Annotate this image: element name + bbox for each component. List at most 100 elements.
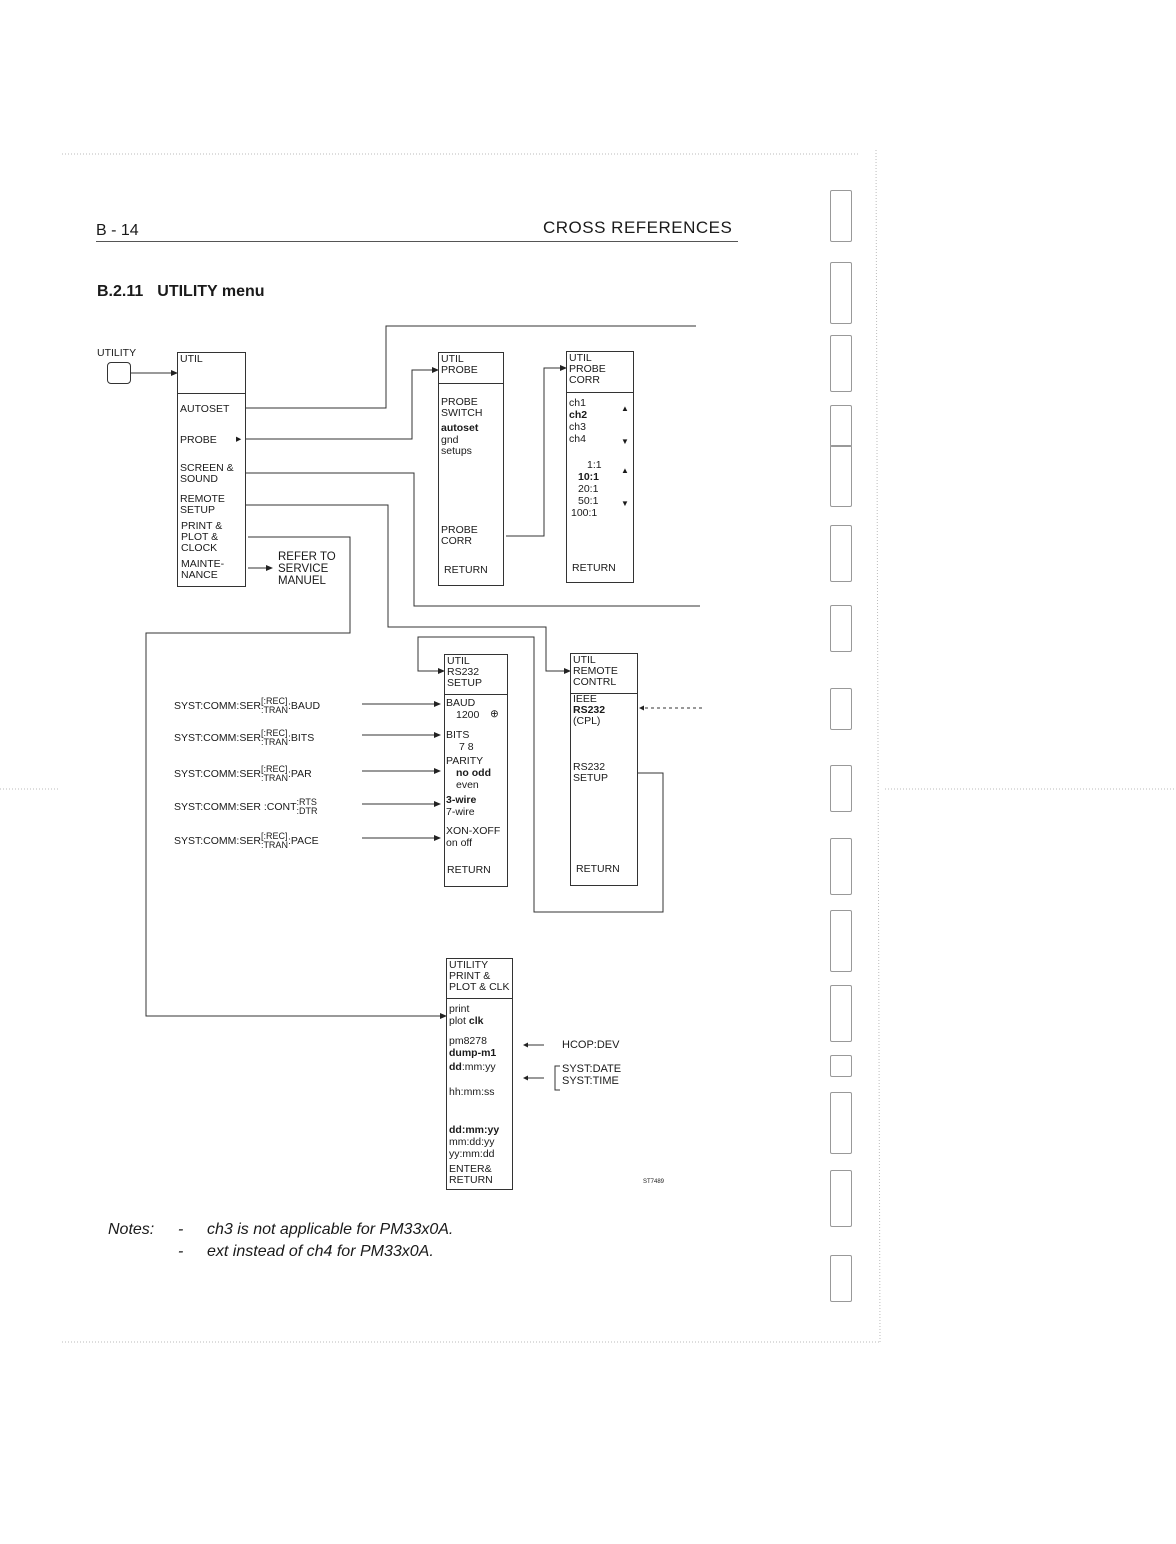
rs232-parity-values[interactable]: no odd: [456, 768, 491, 779]
util-menu-title: UTIL: [178, 353, 245, 394]
remote-rs232-setup[interactable]: RS232 SETUP: [573, 761, 609, 784]
rs232-baud-label: BAUD: [446, 697, 476, 709]
util-item-screen-sound[interactable]: SCREEN & SOUND: [180, 462, 234, 485]
corr-ch4[interactable]: ch4: [569, 433, 586, 445]
corr-ch3[interactable]: ch3: [569, 421, 586, 433]
scpi-command-pace: SYST:COMM:SER[:REC]:TRAN:PACE: [174, 832, 319, 850]
corr-ratio-1[interactable]: 1:1: [587, 459, 602, 471]
util-probe-corr-return[interactable]: RETURN: [572, 562, 616, 574]
time-entry[interactable]: hh:mm:ss: [449, 1086, 495, 1098]
util-probe-corr-box: UTIL PROBE CORR: [566, 351, 634, 583]
cmd-suffix: :PAR: [287, 767, 312, 780]
cmd-option-rec: [:REC]: [260, 696, 288, 706]
util-item-print-plot-clock[interactable]: PRINT & PLOT & CLOCK: [181, 520, 223, 554]
notes-bullet: -: [178, 1243, 184, 1260]
cmd-prefix: SYST:COMM:SER: [174, 731, 261, 744]
index-tab: [830, 525, 852, 582]
rotary-knob-icon: ⊕: [490, 708, 499, 720]
cmd-prefix: SYST:COMM:SER: [174, 699, 261, 712]
probe-corr-item[interactable]: PROBE CORR: [441, 524, 478, 547]
date-entry[interactable]: dd:mm:yy: [449, 1062, 496, 1073]
index-tab: [830, 838, 852, 895]
corr-ratio-10[interactable]: 10:1: [578, 471, 600, 483]
plot-clk-item[interactable]: plot clk: [449, 1016, 483, 1027]
section-title: UTILITY menu: [157, 283, 265, 300]
scpi-command-cont: SYST:COMM:SER :CONT:RTS:DTR: [174, 798, 318, 816]
index-tab: [830, 1092, 852, 1154]
remote-cpl: (CPL): [573, 715, 601, 727]
hcop-dev-command: HCOP:DEV: [562, 1039, 620, 1051]
index-tab: [830, 405, 852, 447]
index-tab: [830, 1255, 852, 1302]
corr-ch2[interactable]: ch2: [569, 409, 588, 421]
scpi-command-parity: SYST:COMM:SER[:REC]:TRAN:PAR: [174, 765, 312, 783]
rs232-on-off[interactable]: on off: [446, 837, 473, 849]
util-probe-return[interactable]: RETURN: [444, 564, 488, 576]
corr-ratio-20[interactable]: 20:1: [578, 483, 599, 495]
util-item-maintenance[interactable]: MAINTE- NANCE: [181, 558, 225, 581]
probe-switch-setups[interactable]: setups: [441, 445, 472, 457]
date-format-yymmdd[interactable]: yy:mm:dd: [449, 1148, 495, 1160]
section-heading: B.2.11 UTILITY menu: [97, 283, 265, 301]
util-probe-title: UTIL PROBE: [439, 353, 503, 384]
cmd-prefix: SYST:COMM:SER: [174, 767, 261, 780]
rs232-3-wire[interactable]: 3-wire: [446, 794, 477, 806]
util-item-probe-arrow-icon: ▸: [236, 433, 242, 445]
remote-rs232[interactable]: RS232: [573, 704, 606, 716]
probe-switch-gnd[interactable]: gnd: [441, 434, 459, 446]
rs232-parity-even[interactable]: even: [456, 779, 479, 791]
syst-time-command: SYST:TIME: [562, 1075, 619, 1087]
cmd-option-rec: [:REC]: [260, 831, 288, 841]
cmd-option-dtr: :DTR: [296, 806, 318, 816]
scroll-up-icon: ▲: [621, 466, 629, 475]
enter-return[interactable]: ENTER& RETURN: [449, 1163, 493, 1186]
rs232-bits-values[interactable]: 7 8: [459, 741, 474, 753]
util-item-probe[interactable]: PROBE: [180, 434, 217, 446]
rs232-parity-label: PARITY: [446, 755, 484, 767]
util-print-box: UTILITY PRINT & PLOT & CLK: [446, 958, 513, 1190]
cmd-option-rts: :RTS: [296, 797, 317, 807]
date-mmyy: :mm:yy: [461, 1061, 496, 1073]
note-1: ch3 is not applicable for PM33x0A.: [207, 1221, 454, 1238]
utility-key-button[interactable]: [107, 362, 131, 384]
notes-label: Notes:: [108, 1221, 155, 1238]
scroll-down-icon: ▼: [621, 499, 629, 508]
util-print-title: UTILITY PRINT & PLOT & CLK: [447, 959, 512, 999]
util-remote-return[interactable]: RETURN: [576, 863, 620, 875]
parity-no: no odd: [456, 767, 491, 779]
index-tab: [830, 445, 852, 507]
corr-ratio-100[interactable]: 100:1: [571, 507, 598, 519]
cmd-option-tran: :TRAN: [260, 737, 288, 747]
cmd-prefix: SYST:COMM:SER: [174, 834, 261, 847]
date-format-mmddyy[interactable]: mm:dd:yy: [449, 1136, 495, 1148]
scroll-up-icon: ▲: [621, 404, 629, 413]
note-2: ext instead of ch4 for PM33x0A.: [207, 1243, 434, 1260]
remote-ieee[interactable]: IEEE: [573, 693, 597, 705]
printer-dump-m1[interactable]: dump-m1: [449, 1047, 497, 1059]
index-tab: [830, 190, 852, 242]
util-probe-corr-title: UTIL PROBE CORR: [567, 352, 633, 393]
rs232-xon-xoff-label: XON-XOFF: [446, 825, 501, 837]
util-remote-title: UTIL REMOTE CONTRL: [571, 654, 637, 694]
rs232-baud-value[interactable]: 1200: [456, 709, 480, 721]
util-menu-box: UTIL: [177, 352, 246, 587]
utility-key-label: UTILITY: [97, 347, 137, 359]
print-item[interactable]: print: [449, 1003, 470, 1015]
printer-pm8278[interactable]: pm8278: [449, 1035, 487, 1047]
cmd-suffix: :BITS: [287, 731, 315, 744]
date-format-ddmmyy[interactable]: dd:mm:yy: [449, 1124, 500, 1136]
util-remote-box: UTIL REMOTE CONTRL: [570, 653, 638, 886]
cmd-option-tran: :TRAN: [260, 705, 288, 715]
plot-label: plot: [449, 1015, 466, 1027]
corr-ch1[interactable]: ch1: [569, 397, 586, 409]
probe-switch-autoset[interactable]: autoset: [441, 422, 479, 434]
section-number: B.2.11: [97, 283, 144, 300]
cmd-option-tran: :TRAN: [260, 773, 288, 783]
rs232-7-wire[interactable]: 7-wire: [446, 806, 475, 818]
util-item-remote-setup[interactable]: REMOTE SETUP: [180, 493, 225, 516]
util-item-autoset[interactable]: AUTOSET: [180, 403, 230, 415]
refer-to-service-manual: REFER TO SERVICE MANUEL: [278, 551, 336, 587]
corr-ratio-50[interactable]: 50:1: [578, 495, 599, 507]
util-rs232-return[interactable]: RETURN: [447, 864, 491, 876]
